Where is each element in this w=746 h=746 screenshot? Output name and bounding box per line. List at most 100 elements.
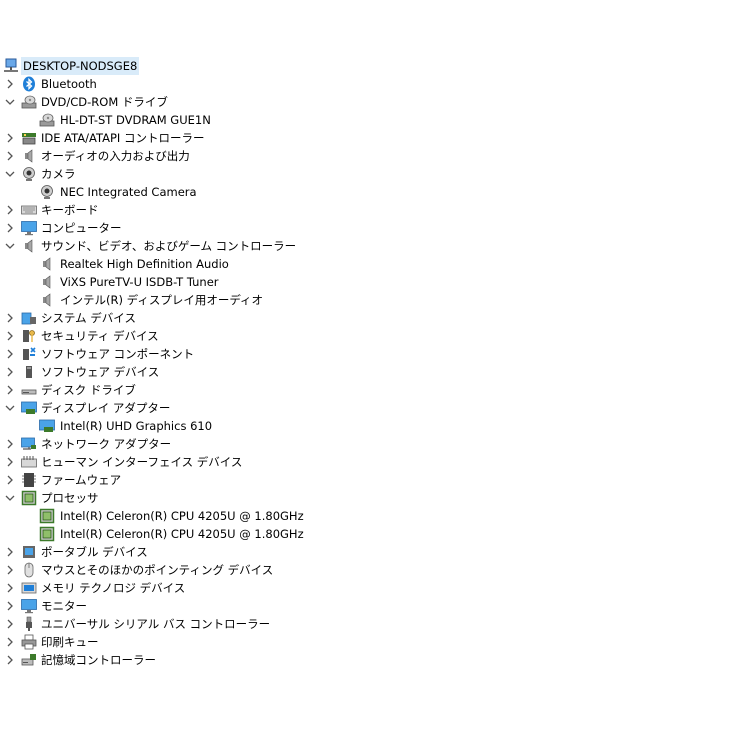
software-device-icon — [21, 364, 37, 380]
node-label: インテル(R) ディスプレイ用オーディオ — [60, 293, 264, 307]
tree-category-node[interactable]: ソフトウェア コンポーネント — [0, 345, 746, 363]
chevron-down-icon[interactable] — [5, 93, 15, 111]
node-label: ファームウェア — [41, 473, 122, 487]
tree-category-node[interactable]: 記憶域コントローラー — [0, 651, 746, 669]
chevron-right-icon[interactable] — [5, 345, 15, 363]
node-label: システム デバイス — [41, 311, 136, 325]
node-label: Intel(R) Celeron(R) CPU 4205U @ 1.80GHz — [60, 527, 304, 541]
tree-category-node[interactable]: オーディオの入力および出力 — [0, 147, 746, 165]
chevron-right-icon[interactable] — [5, 309, 15, 327]
network-adapter-icon — [21, 436, 37, 452]
processor-icon — [39, 508, 55, 524]
node-label: Realtek High Definition Audio — [60, 257, 229, 271]
tree-category-node[interactable]: 印刷キュー — [0, 633, 746, 651]
tree-category-node[interactable]: メモリ テクノロジ デバイス — [0, 579, 746, 597]
tree-device-node[interactable]: Intel(R) Celeron(R) CPU 4205U @ 1.80GHz — [0, 525, 746, 543]
tree-device-node[interactable]: Intel(R) Celeron(R) CPU 4205U @ 1.80GHz — [0, 507, 746, 525]
node-label: Intel(R) UHD Graphics 610 — [60, 419, 213, 433]
node-label: ソフトウェア デバイス — [41, 365, 160, 379]
tree-category-node[interactable]: ユニバーサル シリアル バス コントローラー — [0, 615, 746, 633]
node-label: オーディオの入力および出力 — [41, 149, 190, 163]
chevron-right-icon[interactable] — [5, 651, 15, 669]
tree-category-node[interactable]: キーボード — [0, 201, 746, 219]
chevron-right-icon[interactable] — [5, 435, 15, 453]
chevron-right-icon[interactable] — [5, 597, 15, 615]
ide-controller-icon — [21, 130, 37, 146]
chevron-right-icon[interactable] — [5, 615, 15, 633]
tree-category-node[interactable]: ディスプレイ アダプター — [0, 399, 746, 417]
tree-category-node[interactable]: セキュリティ デバイス — [0, 327, 746, 345]
tree-category-node[interactable]: ディスク ドライブ — [0, 381, 746, 399]
tree-category-node[interactable]: ヒューマン インターフェイス デバイス — [0, 453, 746, 471]
root-label: DESKTOP-NODSGE8 — [21, 57, 140, 75]
chevron-right-icon[interactable] — [5, 579, 15, 597]
tree-category-node[interactable]: コンピューター — [0, 219, 746, 237]
chevron-right-icon[interactable] — [5, 633, 15, 651]
camera-icon — [39, 184, 55, 200]
computer-network-icon — [3, 58, 19, 74]
portable-device-icon — [21, 544, 37, 560]
speaker-icon — [39, 292, 55, 308]
tree-category-node[interactable]: プロセッサ — [0, 489, 746, 507]
tree-device-node[interactable]: インテル(R) ディスプレイ用オーディオ — [0, 291, 746, 309]
tree-category-node[interactable]: Bluetooth — [0, 75, 746, 93]
tree-category-node[interactable]: IDE ATA/ATAPI コントローラー — [0, 129, 746, 147]
chevron-right-icon[interactable] — [5, 561, 15, 579]
node-label: サウンド、ビデオ、およびゲーム コントローラー — [41, 239, 297, 253]
dvd-drive-icon — [39, 112, 55, 128]
tree-device-node[interactable]: Realtek High Definition Audio — [0, 255, 746, 273]
chevron-right-icon[interactable] — [5, 543, 15, 561]
camera-icon — [21, 166, 37, 182]
speaker-icon — [39, 256, 55, 272]
chevron-right-icon[interactable] — [5, 129, 15, 147]
chevron-right-icon[interactable] — [5, 201, 15, 219]
speaker-icon — [39, 274, 55, 290]
tree-category-node[interactable]: ソフトウェア デバイス — [0, 363, 746, 381]
tree-device-node[interactable]: ViXS PureTV-U ISDB-T Tuner — [0, 273, 746, 291]
tree-category-node[interactable]: カメラ — [0, 165, 746, 183]
tree-device-node[interactable]: Intel(R) UHD Graphics 610 — [0, 417, 746, 435]
chevron-down-icon[interactable] — [5, 489, 15, 507]
chevron-right-icon[interactable] — [5, 471, 15, 489]
node-label: ポータブル デバイス — [41, 545, 148, 559]
chevron-right-icon[interactable] — [5, 75, 15, 93]
node-label: Intel(R) Celeron(R) CPU 4205U @ 1.80GHz — [60, 509, 304, 523]
node-label: Bluetooth — [41, 77, 97, 91]
tree-category-node[interactable]: マウスとそのほかのポインティング デバイス — [0, 561, 746, 579]
chevron-right-icon[interactable] — [5, 363, 15, 381]
node-label: 記憶域コントローラー — [41, 653, 156, 667]
tree-category-node[interactable]: ネットワーク アダプター — [0, 435, 746, 453]
tree-root-node[interactable]: DESKTOP-NODSGE8 — [0, 57, 746, 75]
node-label: ネットワーク アダプター — [41, 437, 172, 451]
bluetooth-icon — [21, 76, 37, 92]
chevron-down-icon[interactable] — [5, 237, 15, 255]
display-adapter-icon — [39, 418, 55, 434]
tree-device-node[interactable]: HL-DT-ST DVDRAM GUE1N — [0, 111, 746, 129]
node-label: ViXS PureTV-U ISDB-T Tuner — [60, 275, 219, 289]
node-label: NEC Integrated Camera — [60, 185, 197, 199]
chevron-right-icon[interactable] — [5, 147, 15, 165]
node-label: ソフトウェア コンポーネント — [41, 347, 195, 361]
tree-category-node[interactable]: システム デバイス — [0, 309, 746, 327]
disk-drive-icon — [21, 382, 37, 398]
chevron-right-icon[interactable] — [5, 219, 15, 237]
tree-category-node[interactable]: サウンド、ビデオ、およびゲーム コントローラー — [0, 237, 746, 255]
tree-category-node[interactable]: ファームウェア — [0, 471, 746, 489]
tree-category-node[interactable]: モニター — [0, 597, 746, 615]
tree-device-node[interactable]: NEC Integrated Camera — [0, 183, 746, 201]
node-label: ヒューマン インターフェイス デバイス — [41, 455, 243, 469]
node-label: マウスとそのほかのポインティング デバイス — [41, 563, 274, 577]
node-label: コンピューター — [41, 221, 122, 235]
tree-category-node[interactable]: ポータブル デバイス — [0, 543, 746, 561]
keyboard-icon — [21, 202, 37, 218]
node-label: モニター — [41, 599, 87, 613]
chevron-right-icon[interactable] — [5, 453, 15, 471]
chevron-down-icon[interactable] — [5, 165, 15, 183]
chevron-right-icon[interactable] — [5, 327, 15, 345]
chevron-right-icon[interactable] — [5, 381, 15, 399]
tree-category-node[interactable]: DVD/CD-ROM ドライブ — [0, 93, 746, 111]
processor-icon — [21, 490, 37, 506]
chevron-down-icon[interactable] — [5, 399, 15, 417]
firmware-icon — [21, 472, 37, 488]
node-label: IDE ATA/ATAPI コントローラー — [41, 131, 205, 145]
